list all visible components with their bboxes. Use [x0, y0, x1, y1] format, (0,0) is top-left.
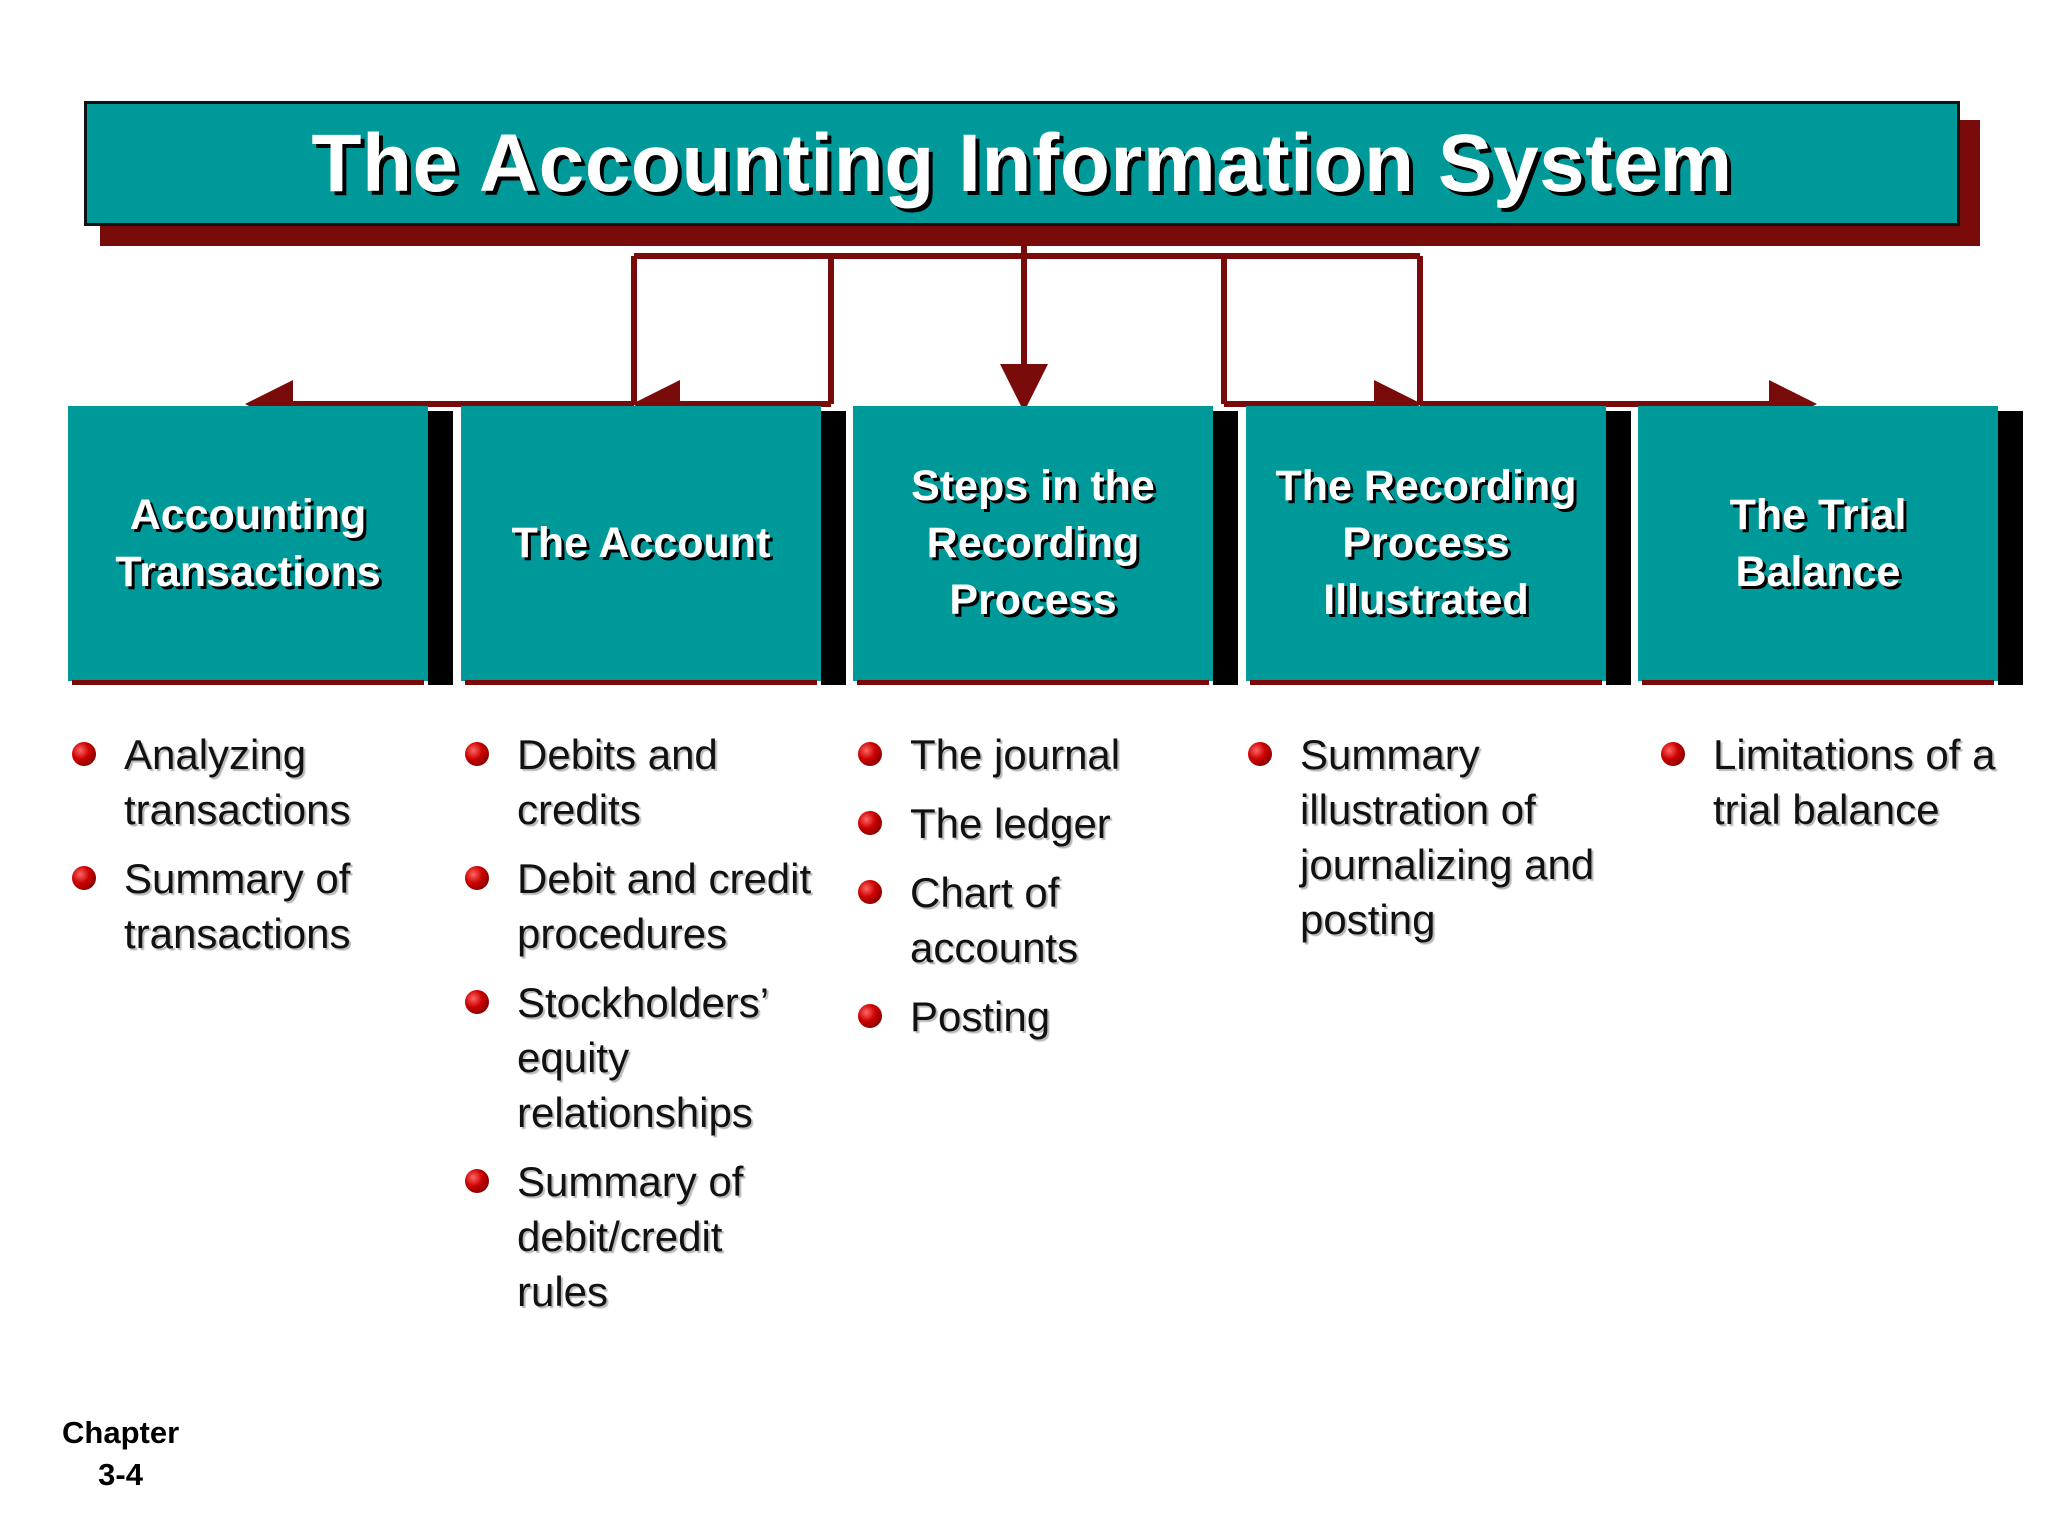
list-item: The ledger [856, 796, 1216, 851]
list-item: The journal [856, 727, 1216, 782]
diagram-title: The Accounting Information System [311, 117, 1733, 209]
section-label: The Recording Process Illustrated [1275, 462, 1577, 624]
list-item: Debit and credit procedures [463, 851, 813, 961]
section-box-the-account: The Account [461, 406, 846, 685]
bullet-icon [858, 811, 882, 835]
bullet-icon [465, 990, 489, 1014]
list-item: Debits and credits [463, 727, 813, 837]
chapter-label: Chapter 3-4 [62, 1412, 179, 1496]
list-the-account: Debits and credits Debit and credit proc… [463, 727, 813, 1333]
list-item: Chart of accounts [856, 865, 1216, 975]
list-item: Analyzing transactions [70, 727, 400, 837]
list-recording-illustrated: Summary illustration of journalizing and… [1246, 727, 1636, 961]
bullet-icon [1248, 742, 1272, 766]
list-item: Summary illustration of journalizing and… [1246, 727, 1636, 947]
box-shadow [1213, 411, 1238, 685]
box-underline [1250, 680, 1602, 685]
bullet-icon [858, 880, 882, 904]
list-steps-recording: The journal The ledger Chart of accounts… [856, 727, 1216, 1058]
list-item: Summary of debit/credit rules [463, 1154, 813, 1319]
list-trial-balance: Limitations of a trial balance [1659, 727, 2029, 851]
section-box-steps-recording: Steps in the Recording Process [853, 406, 1238, 685]
box-underline [465, 680, 817, 685]
bullet-icon [72, 742, 96, 766]
bullet-icon [465, 742, 489, 766]
box-shadow [821, 411, 846, 685]
section-label: Accounting Transactions [115, 490, 381, 596]
section-label: The Trial Balance [1729, 490, 1907, 596]
bullet-icon [465, 866, 489, 890]
bullet-icon [72, 866, 96, 890]
bullet-icon [858, 742, 882, 766]
section-box-trial-balance: The Trial Balance [1638, 406, 2023, 685]
bullet-icon [465, 1169, 489, 1193]
box-shadow [1606, 411, 1631, 685]
chapter-line2: 3-4 [98, 1457, 143, 1492]
chapter-line1: Chapter [62, 1415, 180, 1450]
section-label: Steps in the Recording Process [911, 462, 1155, 624]
title-banner: The Accounting Information System [84, 101, 1960, 226]
list-item: Stockholders’ equity relationships [463, 975, 813, 1140]
section-label: The Account [511, 519, 771, 567]
box-underline [1642, 680, 1994, 685]
list-item: Posting [856, 989, 1216, 1044]
bullet-icon [858, 1004, 882, 1028]
section-box-accounting-transactions: Accounting Transactions [68, 406, 453, 685]
box-underline [72, 680, 424, 685]
list-item: Limitations of a trial balance [1659, 727, 2029, 837]
list-accounting-transactions: Analyzing transactions Summary of transa… [70, 727, 400, 975]
list-item: Summary of transactions [70, 851, 400, 961]
box-underline [857, 680, 1209, 685]
bullet-icon [1661, 742, 1685, 766]
box-shadow [1998, 411, 2023, 685]
box-shadow [428, 411, 453, 685]
section-box-recording-illustrated: The Recording Process Illustrated [1246, 406, 1631, 685]
